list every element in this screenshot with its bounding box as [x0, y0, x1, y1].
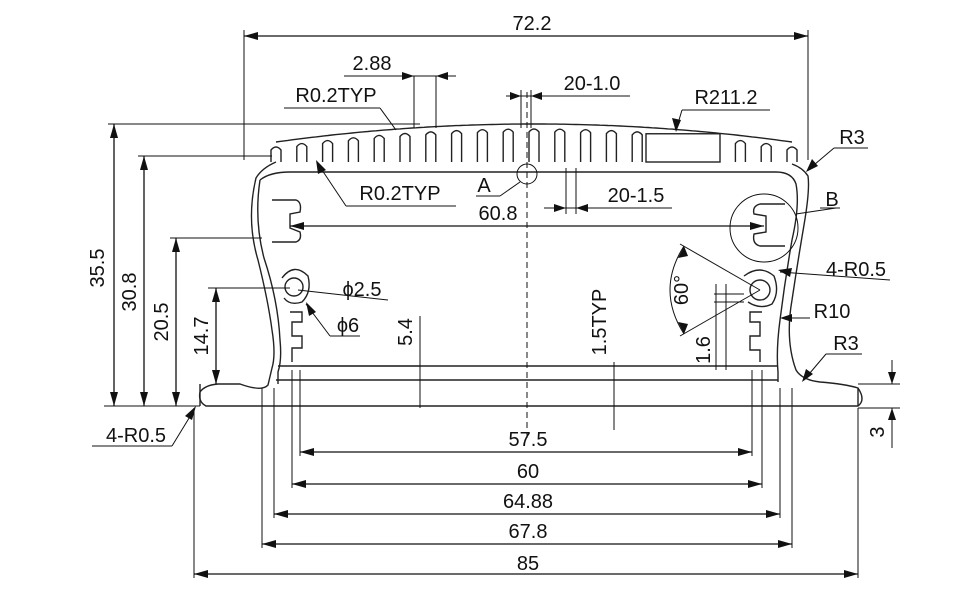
dim-top-width: 72.2	[513, 13, 552, 35]
dim-width-575: 57.5	[509, 429, 548, 451]
dim-inner-width: 60.8	[479, 203, 518, 225]
dim-corner-small-left: 4-R0.5	[106, 425, 166, 447]
dimension-lines	[92, 32, 896, 578]
dim-corner-bottom: R3	[833, 333, 859, 355]
fin	[579, 129, 592, 162]
dim-gap-thickness: 20-1.5	[608, 185, 665, 207]
dim-base-thickness: 1.5TYP	[589, 289, 611, 356]
dim-width-60: 60	[517, 461, 539, 483]
fin-top-arc	[275, 123, 793, 143]
dim-hole-small: ϕ2.5	[342, 279, 381, 301]
dim-wall-thickness: 1.6	[693, 336, 715, 364]
dim-width-6488: 64.88	[503, 491, 553, 513]
dim-fin-pitch: 2.88	[353, 53, 392, 75]
fin	[321, 139, 334, 162]
fin	[734, 139, 747, 162]
dim-fin-thickness: 20-1.0	[564, 73, 621, 95]
heatsink-fins	[270, 123, 798, 163]
fin	[760, 142, 772, 162]
fin	[450, 129, 463, 162]
fin	[786, 146, 798, 162]
dim-angle: 60°	[671, 275, 693, 305]
fin	[425, 131, 437, 162]
construction-lines	[104, 30, 900, 578]
fin-flat-block	[645, 133, 721, 163]
fin	[605, 129, 618, 162]
dim-fin-root-radius: R0.2TYP	[359, 183, 440, 205]
fin	[296, 142, 308, 162]
dim-width-85: 85	[517, 553, 539, 575]
fin	[528, 128, 540, 162]
dim-width-678: 67.8	[509, 521, 548, 543]
fin	[270, 146, 282, 162]
dim-flange-thickness: 3	[867, 426, 889, 437]
dimension-labels: 72.2 2.88 20-1.0 R0.2TYP R211.2 R3 R0.2T…	[87, 13, 889, 575]
fin	[502, 128, 514, 162]
fin	[554, 128, 566, 162]
dim-height-total: 35.5	[87, 249, 109, 288]
dim-hole-big: ϕ6	[337, 315, 359, 337]
detail-b-circle	[729, 193, 799, 263]
fin	[347, 137, 360, 162]
fin	[631, 131, 643, 162]
dim-corner-small-right: 4-R0.5	[826, 259, 886, 281]
fin	[476, 129, 489, 162]
dim-slot-depth: 5.4	[395, 318, 417, 346]
dim-height-slot: 14.7	[191, 317, 213, 356]
fin	[373, 134, 385, 162]
profile-outline	[198, 161, 863, 407]
dim-height-body: 30.8	[119, 273, 141, 312]
label-detail-a: A	[477, 175, 491, 197]
dim-corner-top: R3	[839, 127, 865, 149]
fin	[399, 132, 411, 162]
label-detail-b: B	[825, 189, 838, 211]
dim-radius-side: R10	[814, 301, 851, 323]
dim-top-arc: R211.2	[694, 87, 757, 109]
dim-height-rail: 20.5	[151, 303, 173, 342]
dim-fin-radius: R0.2TYP	[295, 85, 376, 107]
